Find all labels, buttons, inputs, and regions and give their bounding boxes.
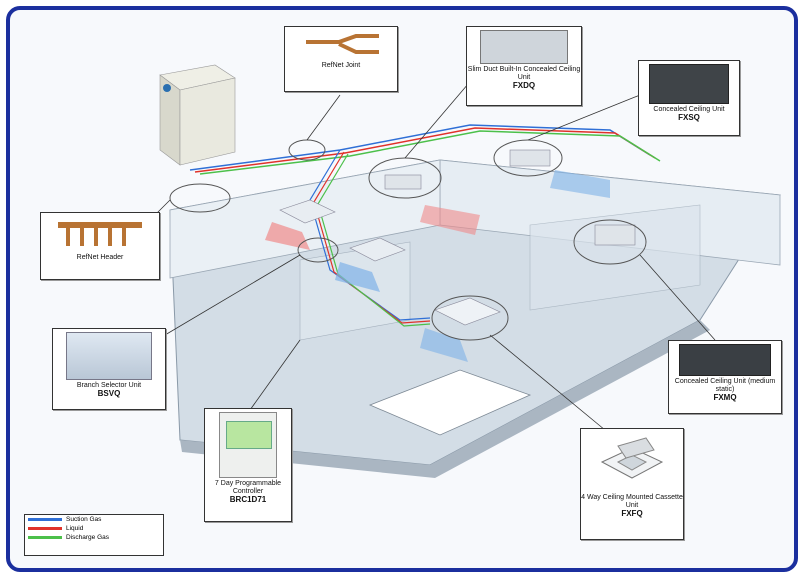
building-illustration bbox=[154, 64, 781, 478]
outdoor-unit-vrv bbox=[159, 64, 236, 166]
highlight-refnet-header bbox=[169, 183, 231, 213]
callout-fxmq: Concealed Ceiling Unit (medium static) F… bbox=[668, 340, 782, 414]
indoor-unit-duct-fxmq bbox=[594, 224, 636, 246]
callout-fxfq: 4 Way Ceiling Mounted Cassette Unit FXFQ bbox=[580, 428, 684, 540]
refnet-joint-label: RefNet Joint bbox=[321, 62, 361, 69]
controller-image bbox=[219, 412, 277, 478]
fxsq-code: FXSQ bbox=[678, 113, 700, 122]
fxmq-name: Concealed Ceiling Unit (medium static) bbox=[674, 378, 776, 393]
highlight-fxfq bbox=[431, 295, 509, 341]
highlight-bsvq bbox=[297, 237, 339, 263]
refnet-header-image bbox=[54, 216, 146, 252]
diagram-frame: RefNet Joint Slim Duct Built-In Conceale… bbox=[6, 6, 798, 572]
callout-refnet-header: RefNet Header bbox=[40, 212, 160, 280]
pipe-legend: Suction Gas Liquid Discharge Gas bbox=[24, 514, 164, 556]
callout-refnet-joint: RefNet Joint bbox=[284, 26, 398, 92]
callout-fxdq: Slim Duct Built-In Concealed Ceiling Uni… bbox=[466, 26, 582, 106]
highlight-fxmq bbox=[573, 219, 647, 265]
legend-row-liquid: Liquid bbox=[28, 524, 163, 533]
indoor-unit-cassette-1 bbox=[265, 199, 336, 250]
indoor-unit-cassette-2 bbox=[335, 237, 406, 292]
legend-swatch-liquid bbox=[28, 527, 62, 530]
bsvq-code: BSVQ bbox=[97, 389, 121, 398]
callout-bsvq: Branch Selector Unit BSVQ bbox=[52, 328, 166, 410]
legend-label-discharge-gas: Discharge Gas bbox=[66, 534, 109, 541]
highlight-refnet-joint bbox=[288, 139, 326, 161]
fxsq-name: Concealed Ceiling Unit bbox=[653, 106, 725, 113]
legend-label-liquid: Liquid bbox=[66, 525, 84, 532]
legend-row-suction-gas: Suction Gas bbox=[28, 515, 163, 524]
fxfq-name: 4 Way Ceiling Mounted Cassette Unit bbox=[581, 494, 683, 509]
legend-swatch-suction-gas bbox=[28, 518, 62, 521]
legend-label-suction-gas: Suction Gas bbox=[66, 516, 102, 523]
brc1d71-code: BRC1D71 bbox=[229, 495, 267, 504]
legend-row-discharge-gas: Discharge Gas bbox=[28, 533, 163, 542]
callout-brc1d71: 7 Day Programmable Controller BRC1D71 bbox=[204, 408, 292, 522]
fxdq-unit-image bbox=[480, 30, 568, 64]
fxfq-unit-image bbox=[594, 432, 670, 492]
indoor-unit-cassette-3 bbox=[420, 297, 501, 362]
fxdq-code: FXDQ bbox=[512, 81, 536, 90]
callout-fxsq: Concealed Ceiling Unit FXSQ bbox=[638, 60, 740, 136]
bsvq-unit-image bbox=[66, 332, 152, 380]
indoor-unit-duct-fxdq bbox=[384, 174, 480, 235]
bsvq-name: Branch Selector Unit bbox=[76, 382, 142, 389]
fxmq-unit-image bbox=[679, 344, 771, 376]
refnet-header-label: RefNet Header bbox=[76, 254, 124, 261]
brc1d71-name: 7 Day Programmable Controller bbox=[214, 480, 282, 495]
wall-partition-2 bbox=[529, 204, 701, 311]
pipe-discharge-gas bbox=[199, 130, 661, 175]
refnet-joint-image bbox=[301, 30, 381, 60]
fxmq-code: FXMQ bbox=[713, 393, 737, 402]
fxsq-unit-image bbox=[649, 64, 729, 104]
conference-table bbox=[368, 369, 532, 436]
legend-swatch-discharge-gas bbox=[28, 536, 62, 539]
fxfq-code: FXFQ bbox=[621, 509, 643, 518]
indoor-unit-duct-fxsq bbox=[509, 149, 610, 198]
fxdq-name: Slim Duct Built-In Concealed Ceiling Uni… bbox=[467, 66, 581, 81]
